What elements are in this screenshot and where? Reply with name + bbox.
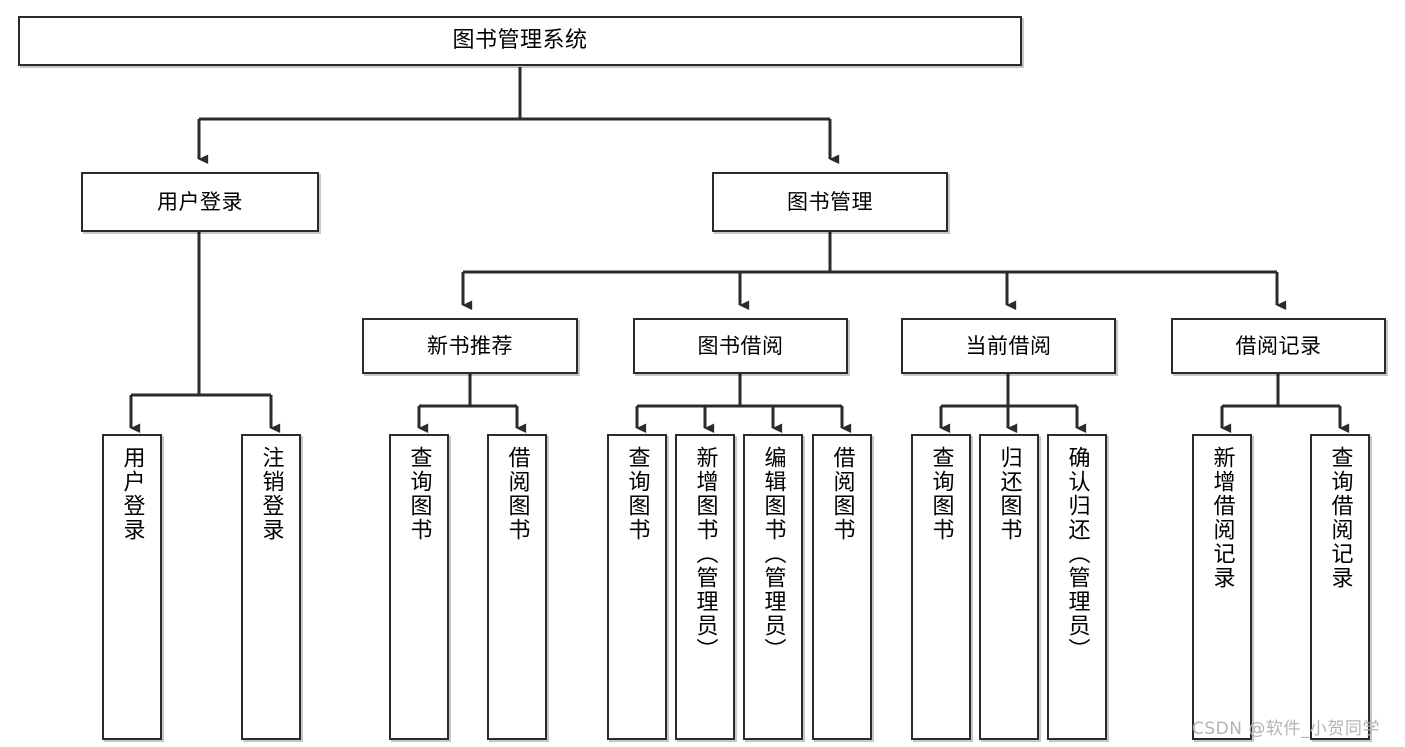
node-label: 查询图书 (928, 446, 954, 542)
node-user-login[interactable]: 用户登录 (81, 172, 319, 232)
node-book-borrow[interactable]: 图书借阅 (633, 318, 848, 374)
leaf-new-book-query-book[interactable]: 查询图书 (389, 434, 449, 740)
node-label: 归还图书 (996, 446, 1022, 542)
node-label: 注销登录 (258, 446, 284, 542)
node-current-borrow[interactable]: 当前借阅 (901, 318, 1116, 374)
leaf-borrow-record-query-record[interactable]: 查询借阅记录 (1310, 434, 1370, 740)
node-label: 查询图书 (406, 446, 432, 542)
node-label: 借阅图书 (829, 446, 855, 542)
node-book-management[interactable]: 图书管理 (712, 172, 948, 232)
leaf-user-login-logout[interactable]: 注销登录 (241, 434, 301, 740)
node-label: 查询借阅记录 (1327, 446, 1353, 590)
leaf-current-borrow-return-book[interactable]: 归还图书 (979, 434, 1039, 740)
leaf-new-book-borrow-book[interactable]: 借阅图书 (487, 434, 547, 740)
node-label: 图书借阅 (697, 333, 784, 358)
node-borrow-record[interactable]: 借阅记录 (1171, 318, 1386, 374)
leaf-book-borrow-edit-book-admin[interactable]: 编辑图书（管理员） (743, 434, 803, 740)
node-label: 图书管理系统 (452, 28, 588, 54)
node-label: 用户登录 (157, 189, 243, 214)
node-label: 确认归还（管理员） (1064, 446, 1090, 662)
node-label: 用户登录 (119, 446, 145, 542)
leaf-borrow-record-add-record[interactable]: 新增借阅记录 (1192, 434, 1252, 740)
node-book-management-system[interactable]: 图书管理系统 (18, 16, 1022, 66)
leaf-user-login-login[interactable]: 用户登录 (102, 434, 162, 740)
node-label: 编辑图书（管理员） (760, 446, 786, 662)
node-new-book-recommend[interactable]: 新书推荐 (362, 318, 578, 374)
leaf-book-borrow-query-book[interactable]: 查询图书 (607, 434, 667, 740)
node-label: 新增借阅记录 (1209, 446, 1235, 590)
leaf-current-borrow-query-book[interactable]: 查询图书 (911, 434, 971, 740)
leaf-book-borrow-borrow-book[interactable]: 借阅图书 (812, 434, 872, 740)
node-label: 查询图书 (624, 446, 650, 542)
node-label: 当前借阅 (965, 333, 1052, 358)
node-label: 新书推荐 (427, 333, 513, 358)
node-label: 图书管理 (787, 189, 873, 214)
leaf-current-borrow-confirm-return-admin[interactable]: 确认归还（管理员） (1047, 434, 1107, 740)
node-label: 借阅记录 (1235, 333, 1322, 358)
node-label: 借阅图书 (504, 446, 530, 542)
leaf-book-borrow-add-book-admin[interactable]: 新增图书（管理员） (675, 434, 735, 740)
node-label: 新增图书（管理员） (692, 446, 718, 662)
